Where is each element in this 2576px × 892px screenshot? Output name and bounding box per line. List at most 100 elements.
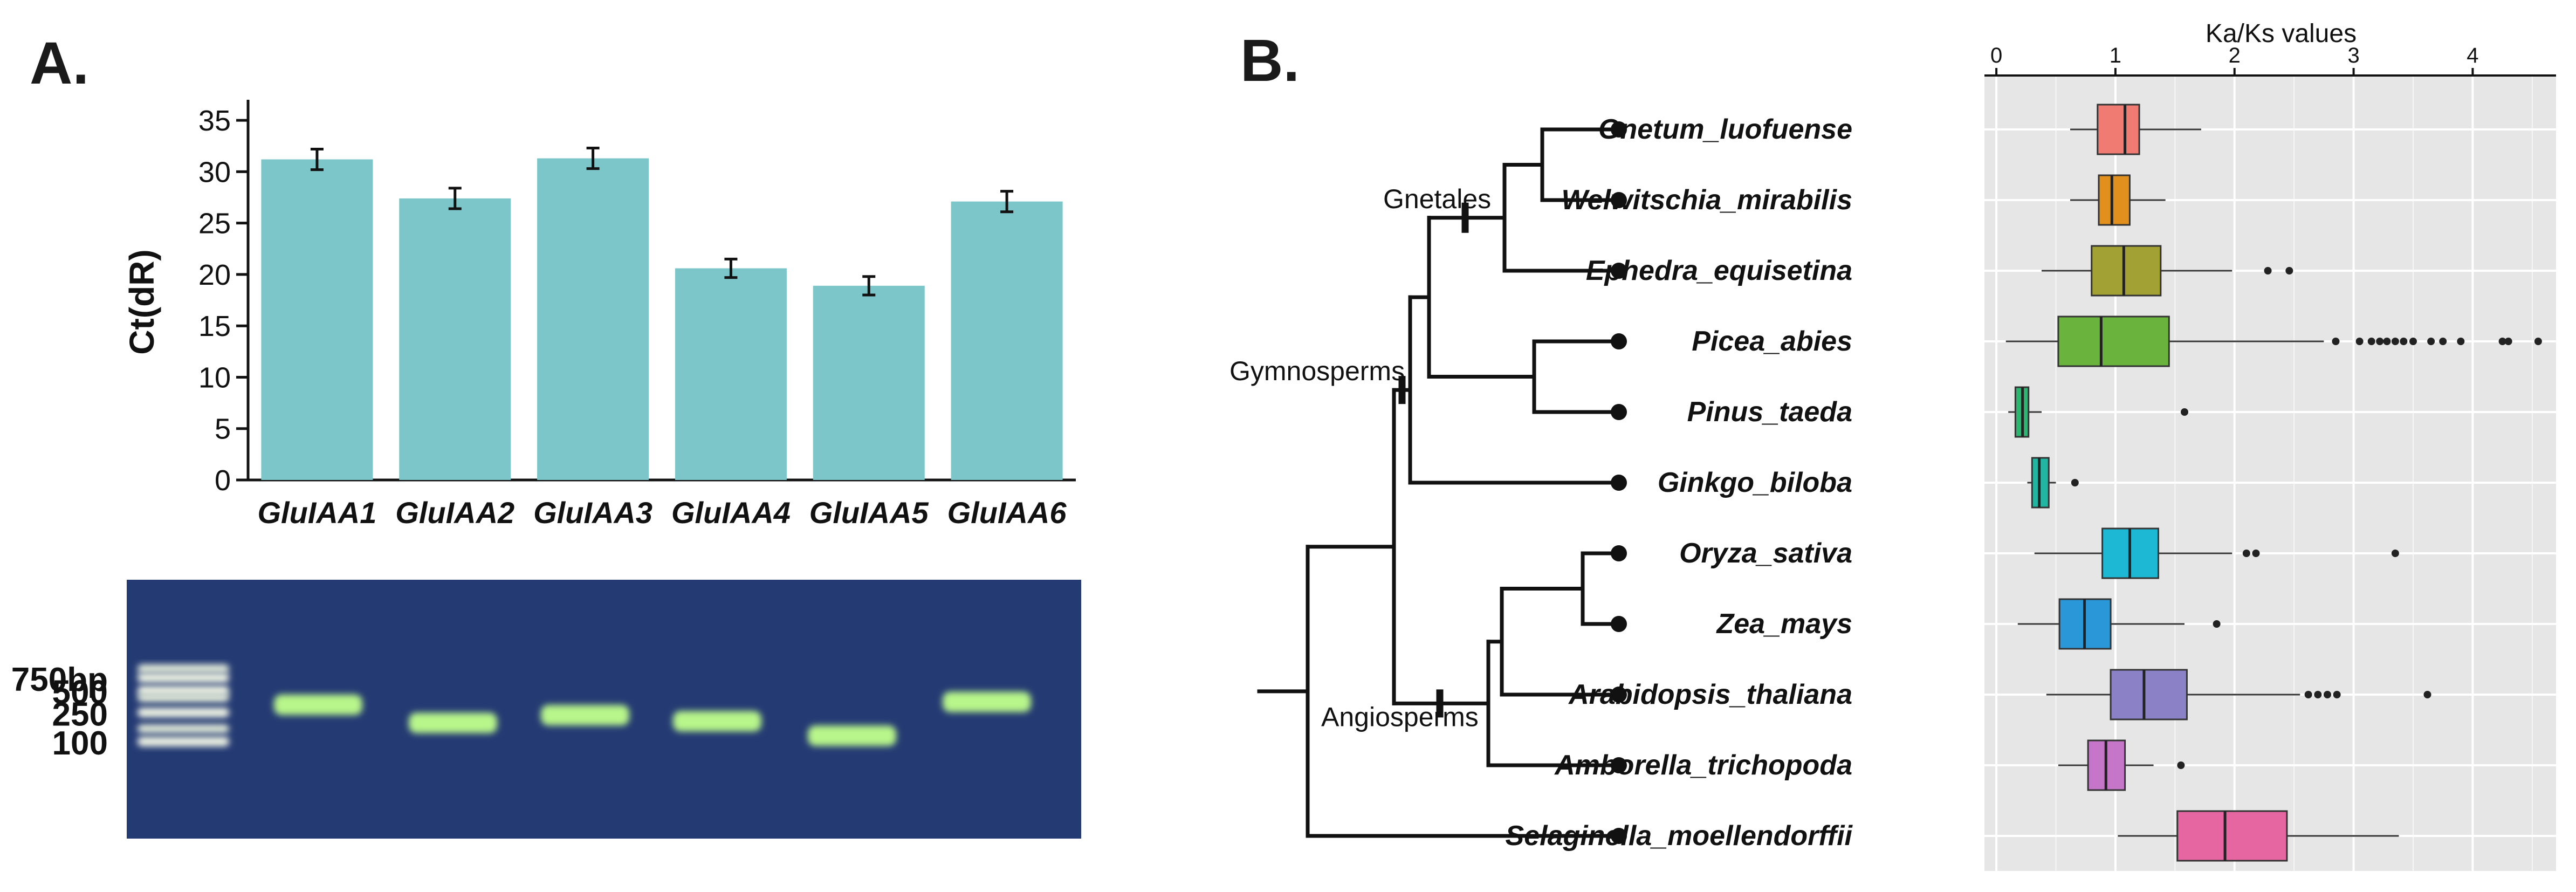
kaks-tick-label: 1 (2110, 44, 2121, 67)
ladder-label: 100 (52, 725, 108, 762)
outlier-point (2383, 338, 2391, 345)
taxon-label: Selaginella_moellendorffii (1506, 820, 1853, 852)
panel-a-label: A. (30, 30, 89, 97)
bar-category-label: GluIAA4 (671, 496, 791, 530)
tree-tip (1611, 687, 1627, 703)
taxon-label: Oryza_sativa (1679, 538, 1852, 569)
outlier-point (2367, 338, 2375, 345)
outlier-point (2213, 620, 2221, 628)
taxon-label: Ginkgo_biloba (1658, 467, 1852, 498)
taxon-label: Welwitschia_mirabilis (1562, 184, 1852, 216)
box (2057, 315, 2170, 367)
bar-ytick-label: 30 (198, 156, 231, 188)
bar-ytick-label: 25 (198, 208, 231, 240)
outlier-point (2534, 338, 2542, 345)
gel-band (943, 691, 1031, 712)
taxon-label: Zea_mays (1715, 608, 1852, 640)
tree-tip (1611, 475, 1627, 491)
ladder-band (138, 737, 229, 746)
kaks-tick-label: 0 (1990, 44, 2002, 67)
bar-category-label: GluIAA5 (809, 496, 929, 530)
outlier-point (2264, 267, 2272, 275)
ladder-label: 750bp (11, 661, 108, 698)
gel-band (274, 694, 362, 715)
outlier-point (2409, 338, 2417, 345)
clade-label: Gymnosperms (1229, 356, 1405, 386)
bar-ytick-label: 20 (198, 259, 231, 291)
bar-category-label: GluIAA1 (257, 496, 376, 530)
tree-tip (1611, 192, 1627, 208)
outlier-point (2324, 691, 2331, 698)
bar (261, 159, 373, 480)
bar-ylabel: Ct(dR) (122, 249, 161, 354)
tree-tip (1611, 333, 1627, 349)
bar-ytick-label: 15 (198, 310, 231, 342)
kaks-title: Ka/Ks values (2206, 19, 2357, 48)
gel-band (409, 712, 497, 733)
outlier-point (2332, 338, 2340, 345)
bar-ytick-label: 0 (215, 464, 231, 497)
ladder-band (138, 708, 229, 718)
bar-ytick-label: 5 (215, 413, 231, 445)
panel-b-label: B. (1240, 28, 1300, 94)
taxon-label: Amborella_trichopoda (1554, 750, 1852, 781)
bar (675, 268, 787, 480)
outlier-point (2391, 550, 2399, 557)
tree-tip (1611, 404, 1627, 420)
bar-ytick-label: 10 (198, 361, 231, 394)
box (2091, 245, 2162, 297)
bar (537, 158, 649, 480)
outlier-point (2177, 761, 2185, 769)
bar (951, 201, 1063, 480)
gel-band (541, 705, 629, 726)
taxon-label: Ephedra_equisetina (1586, 255, 1852, 286)
outlier-point (2400, 338, 2408, 345)
tree-tip (1611, 616, 1627, 632)
outlier-point (2242, 550, 2250, 557)
ladder-label: 500 (52, 674, 108, 711)
outlier-point (2314, 691, 2322, 698)
outlier-point (2457, 338, 2465, 345)
kaks-tick-label: 4 (2467, 44, 2478, 67)
taxon-label: Picea_abies (1692, 326, 1852, 357)
clade-label: Gnetales (1383, 184, 1491, 214)
outlier-point (2355, 338, 2364, 345)
taxon-label: Pinus_taeda (1687, 396, 1852, 428)
box (2098, 174, 2131, 226)
ladder-band (138, 693, 229, 702)
ladder-band (138, 673, 229, 683)
gel-band (808, 725, 896, 746)
outlier-point (2376, 338, 2384, 345)
outlier-point (2304, 691, 2312, 698)
box (2176, 810, 2288, 862)
outlier-point (2181, 408, 2188, 416)
gel-band (673, 711, 761, 732)
tree-tip (1611, 545, 1627, 561)
outlier-point (2333, 691, 2341, 698)
tree-tip (1611, 263, 1627, 279)
ladder-band (138, 685, 229, 696)
plot-panel (1984, 76, 2556, 871)
outlier-point (2439, 338, 2447, 345)
outlier-point (2427, 338, 2435, 345)
bar (813, 285, 925, 480)
outlier-point (2423, 691, 2431, 698)
clade-label: Angiosperms (1321, 702, 1479, 732)
bar (399, 198, 511, 480)
box (2110, 669, 2188, 721)
taxon-label: Gnetum_luofuense (1598, 114, 1852, 145)
tree-tip (1611, 757, 1627, 773)
bar-category-label: GluIAA2 (395, 496, 514, 530)
kaks-tick-label: 3 (2347, 44, 2359, 67)
bar-ytick-label: 35 (198, 105, 231, 137)
outlier-point (2252, 550, 2260, 557)
outlier-point (2285, 267, 2293, 275)
box (2097, 104, 2140, 155)
outlier-point (2071, 479, 2079, 486)
